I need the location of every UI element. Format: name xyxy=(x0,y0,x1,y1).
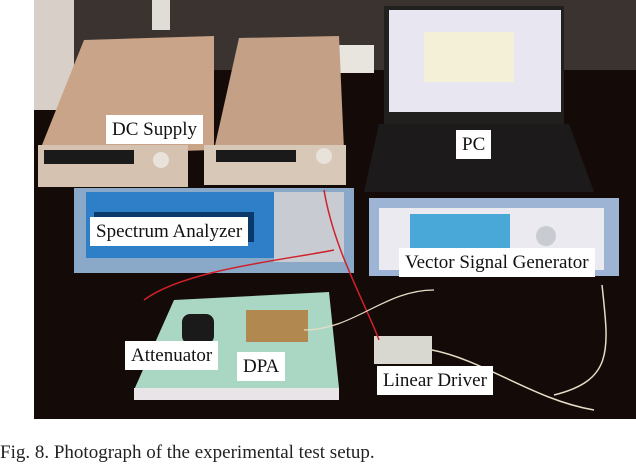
white-cable xyxy=(431,349,595,411)
white-cable xyxy=(303,289,435,331)
label-linear-driver: Linear Driver xyxy=(377,366,493,395)
power-outlet xyxy=(334,45,374,73)
red-cable xyxy=(323,189,380,341)
dc-supply-right-display xyxy=(216,150,296,162)
dpa-device xyxy=(246,310,308,342)
test-board-edge xyxy=(134,388,339,400)
laptop-code-area xyxy=(424,32,514,82)
dc-supply-right-top xyxy=(214,36,344,150)
shelf-bottle xyxy=(152,0,170,30)
dc-supply-right-knob xyxy=(316,148,332,164)
dc-supply-left-display xyxy=(44,150,134,164)
setup-photograph: DC Supply PC Spectrum Analyzer Vector Si… xyxy=(34,0,636,419)
vsg-knob xyxy=(536,226,556,246)
linear-driver-device xyxy=(374,336,432,364)
dc-supply-left-knob xyxy=(153,152,169,168)
label-vector-signal-generator: Vector Signal Generator xyxy=(399,248,595,277)
label-dc-supply: DC Supply xyxy=(106,115,203,144)
label-spectrum-analyzer: Spectrum Analyzer xyxy=(90,217,249,246)
label-dpa: DPA xyxy=(237,352,286,381)
figure-caption: Fig. 8. Photograph of the experimental t… xyxy=(0,442,375,463)
label-attenuator: Attenuator xyxy=(125,341,219,370)
white-cable xyxy=(553,284,607,396)
red-cable xyxy=(143,249,335,301)
label-pc: PC xyxy=(456,130,492,159)
attenuator-device xyxy=(182,314,214,344)
